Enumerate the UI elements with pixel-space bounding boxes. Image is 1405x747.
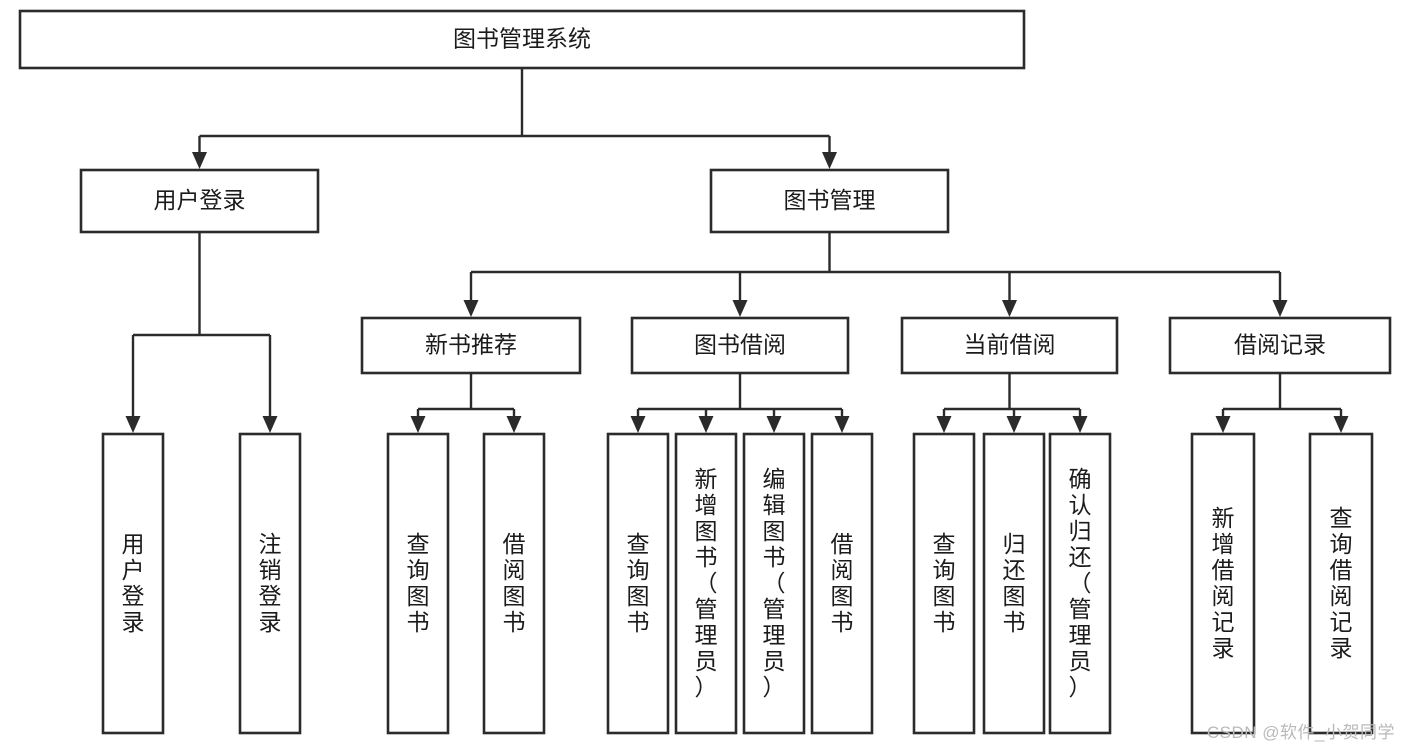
node-leaf-add-borrow-record[interactable]: 新增借阅记录 <box>1190 432 1256 735</box>
node-box-leaf-query-borrow-record <box>1308 432 1374 735</box>
arrow-head-icon <box>262 416 278 433</box>
node-box-book-management <box>709 168 950 234</box>
node-leaf-query-book-current[interactable]: 查询图书 <box>912 432 976 735</box>
node-leaf-query-book-recommend[interactable]: 查询图书 <box>386 432 450 735</box>
arrow-head-icon <box>1002 300 1017 317</box>
arrow-head-icon <box>506 416 522 433</box>
node-box-leaf-borrow-book-recommend <box>482 432 546 735</box>
node-box-leaf-query-book-recommend <box>386 432 450 735</box>
node-label-leaf-borrow-book-recommend: 借阅图书 <box>503 531 526 635</box>
node-box-leaf-add-borrow-record <box>1190 432 1256 735</box>
node-leaf-add-book-admin[interactable]: 新增图书（管理员） <box>674 432 738 735</box>
node-label-new-book-recommend: 新书推荐 <box>425 332 517 358</box>
arrow-head-icon <box>698 416 714 433</box>
node-book-borrow[interactable]: 图书借阅 <box>630 316 850 375</box>
node-current-borrow[interactable]: 当前借阅 <box>900 316 1119 375</box>
node-label-leaf-borrow-book: 借阅图书 <box>831 531 854 635</box>
node-leaf-query-borrow-record[interactable]: 查询借阅记录 <box>1308 432 1374 735</box>
node-leaf-borrow-book[interactable]: 借阅图书 <box>810 432 874 735</box>
node-box-leaf-confirm-return-admin <box>1048 432 1112 735</box>
node-box-leaf-add-book-admin <box>674 432 738 735</box>
node-label-root: 图书管理系统 <box>453 26 591 52</box>
node-root[interactable]: 图书管理系统 <box>18 9 1026 70</box>
node-label-current-borrow: 当前借阅 <box>964 332 1056 358</box>
arrow-head-icon <box>936 416 952 433</box>
arrow-head-icon <box>1333 416 1349 433</box>
arrow-head-icon <box>1072 416 1088 433</box>
arrow-head-icon <box>1215 416 1231 433</box>
node-box-new-book-recommend <box>360 316 582 375</box>
node-box-leaf-borrow-book <box>810 432 874 735</box>
node-leaf-edit-book-admin[interactable]: 编辑图书（管理员） <box>742 432 806 735</box>
arrow-head-icon <box>410 416 426 433</box>
node-box-book-borrow <box>630 316 850 375</box>
arrow-head-icon <box>822 152 837 169</box>
node-box-leaf-edit-book-admin <box>742 432 806 735</box>
node-label-leaf-confirm-return-admin: 确认归还（管理员） <box>1069 466 1092 700</box>
node-label-leaf-query-borrow-record: 查询借阅记录 <box>1330 505 1353 661</box>
node-leaf-user-login[interactable]: 用户登录 <box>101 432 165 735</box>
node-box-leaf-query-book-borrow <box>606 432 670 735</box>
node-box-leaf-logout <box>238 432 302 735</box>
node-layer: 图书管理系统用户登录图书管理新书推荐图书借阅当前借阅借阅记录用户登录注销登录查询… <box>18 9 1392 735</box>
node-box-root <box>18 9 1026 70</box>
connector-layer <box>125 68 1349 433</box>
node-borrow-record[interactable]: 借阅记录 <box>1168 316 1392 375</box>
arrow-head-icon <box>630 416 646 433</box>
node-box-current-borrow <box>900 316 1119 375</box>
node-label-leaf-return-book: 归还图书 <box>1003 531 1026 635</box>
node-leaf-logout[interactable]: 注销登录 <box>238 432 302 735</box>
node-leaf-query-book-borrow[interactable]: 查询图书 <box>606 432 670 735</box>
node-label-leaf-user-login: 用户登录 <box>122 531 145 635</box>
node-label-leaf-add-borrow-record: 新增借阅记录 <box>1212 505 1235 661</box>
arrow-head-icon <box>192 152 207 169</box>
node-label-leaf-logout: 注销登录 <box>259 531 282 635</box>
arrow-head-icon <box>1006 416 1022 433</box>
watermark-label: CSDN @软件_小贺同学 <box>1206 723 1395 742</box>
arrow-head-icon <box>1272 300 1288 317</box>
node-box-borrow-record <box>1168 316 1392 375</box>
node-label-leaf-query-book-recommend: 查询图书 <box>407 531 430 635</box>
node-box-user-login <box>79 168 320 234</box>
node-book-management[interactable]: 图书管理 <box>709 168 950 234</box>
node-label-borrow-record: 借阅记录 <box>1234 332 1326 358</box>
arrow-head-icon <box>834 416 850 433</box>
node-leaf-borrow-book-recommend[interactable]: 借阅图书 <box>482 432 546 735</box>
node-label-leaf-edit-book-admin: 编辑图书（管理员） <box>763 466 786 700</box>
node-label-book-borrow: 图书借阅 <box>694 332 786 358</box>
arrow-head-icon <box>732 300 748 317</box>
node-box-leaf-return-book <box>982 432 1046 735</box>
arrow-head-icon <box>125 416 141 433</box>
node-leaf-confirm-return-admin[interactable]: 确认归还（管理员） <box>1048 432 1112 735</box>
node-box-leaf-user-login <box>101 432 165 735</box>
node-label-user-login: 用户登录 <box>154 187 246 213</box>
node-label-leaf-query-book-current: 查询图书 <box>933 531 956 635</box>
arrow-head-icon <box>766 416 782 433</box>
node-label-leaf-query-book-borrow: 查询图书 <box>627 531 650 635</box>
node-label-book-management: 图书管理 <box>784 187 876 213</box>
node-box-leaf-query-book-current <box>912 432 976 735</box>
node-new-book-recommend[interactable]: 新书推荐 <box>360 316 582 375</box>
node-label-leaf-add-book-admin: 新增图书（管理员） <box>695 466 718 700</box>
node-leaf-return-book[interactable]: 归还图书 <box>982 432 1046 735</box>
node-user-login[interactable]: 用户登录 <box>79 168 320 234</box>
arrow-head-icon <box>463 300 479 317</box>
